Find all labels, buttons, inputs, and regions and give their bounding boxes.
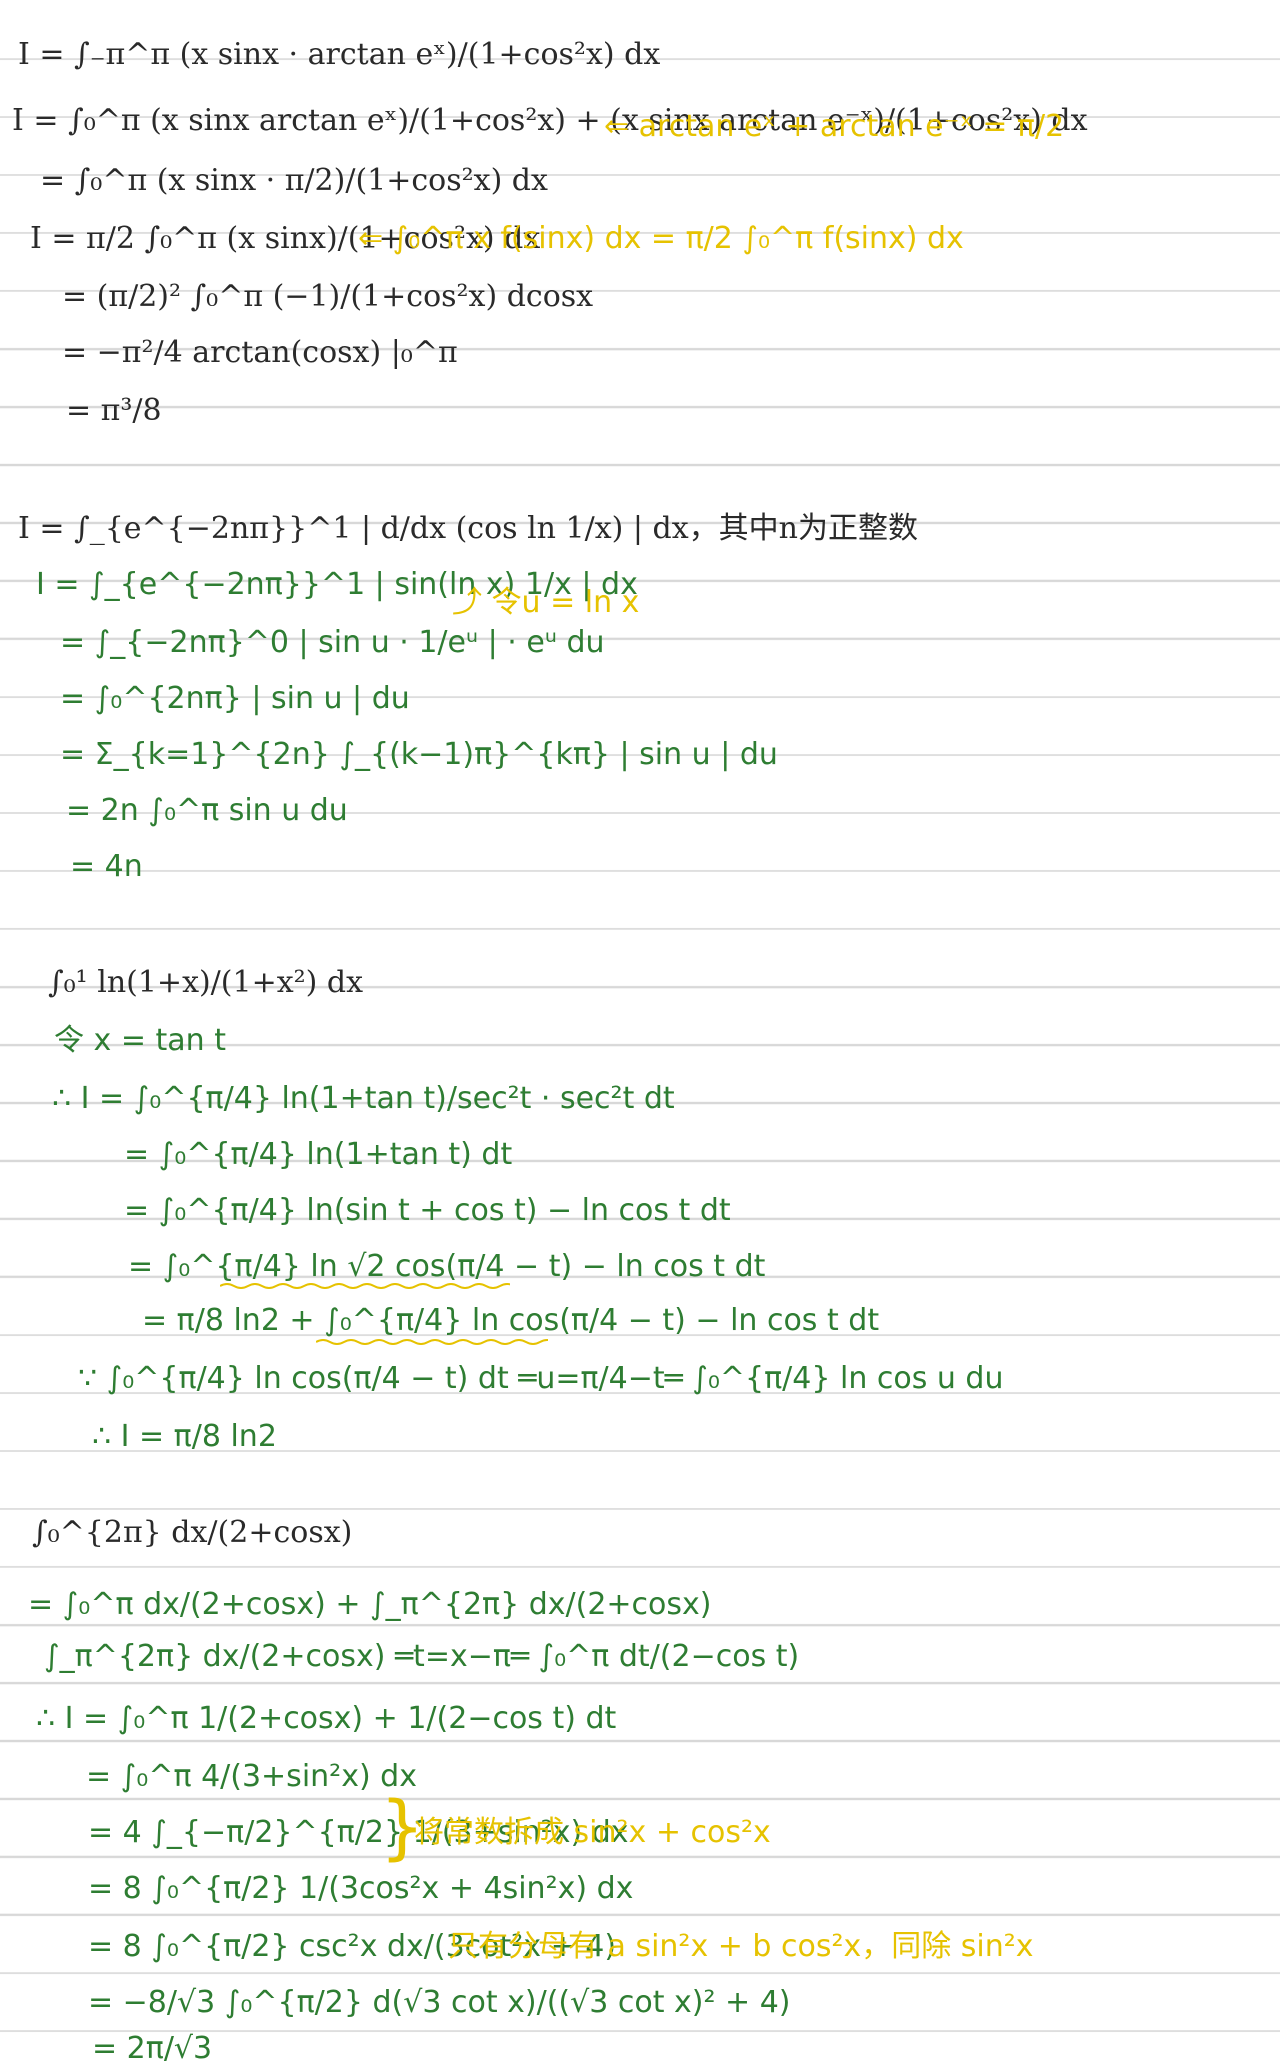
p3-line-9: ∴ I = π/8 ln2 [92, 1419, 277, 1454]
p2-line-2: I = ∫_{e^{−2nπ}}^1 | sin(ln x) 1/x | dx [36, 567, 638, 602]
p4-line-10: = 2π/√3 [92, 2031, 213, 2064]
p1-line-7: = π³/8 [66, 393, 162, 428]
p4-line-2: = ∫₀^π dx/(2+cosx) + ∫_π^{2π} dx/(2+cosx… [28, 1587, 712, 1622]
p4-line-3: ∫_π^{2π} dx/(2+cosx) ═t=x−π═ ∫₀^π dt/(2−… [44, 1639, 800, 1674]
p1-note-2: ⇐ ∫₀^π x f(sinx) dx = π/2 ∫₀^π f(sinx) d… [358, 221, 964, 256]
p4-line-9: = −8/√3 ∫₀^{π/2} d(√3 cot x)/((√3 cot x)… [88, 1985, 791, 2020]
p3-line-7: = π/8 ln2 + ∫₀^{π/4} ln cos(π/4 − t) − l… [142, 1303, 880, 1338]
p1-note-1: ⇐ arctan eˣ + arctan e⁻ˣ = π/2 [604, 109, 1065, 144]
p1-line-3: = ∫₀^π (x sinx · π/2)/(1+cos²x) dx [40, 163, 548, 198]
p4-line-7: = 8 ∫₀^{π/2} 1/(3cos²x + 4sin²x) dx [88, 1871, 634, 1906]
p2-line-1: I = ∫_{e^{−2nπ}}^1 | d/dx (cos ln 1/x) |… [18, 511, 918, 546]
p3-line-4: = ∫₀^{π/4} ln(1+tan t) dt [124, 1137, 513, 1172]
p4-line-5: = ∫₀^π 4/(3+sin²x) dx [86, 1759, 417, 1794]
p4-line-6: = 4 ∫_{−π/2}^{π/2} 1/(3+sin²x) dx [88, 1815, 629, 1850]
brace-icon: } [380, 1786, 425, 1868]
p1-line-5: = (π/2)² ∫₀^π (−1)/(1+cos²x) dcosx [62, 279, 594, 314]
p1-line-2: I = ∫₀^π (x sinx arctan eˣ)/(1+cos²x) + … [12, 103, 1088, 138]
p1-line-1: I = ∫₋π^π (x sinx · arctan eˣ)/(1+cos²x)… [18, 37, 661, 72]
p2-note-1: ⤴ 令u = ln x [452, 585, 640, 620]
p4-line-4: ∴ I = ∫₀^π 1/(2+cosx) + 1/(2−cos t) dt [36, 1701, 617, 1736]
p2-line-7: = 4n [70, 849, 143, 884]
p3-line-1: ∫₀¹ ln(1+x)/(1+x²) dx [48, 965, 364, 1000]
p3-line-5: = ∫₀^{π/4} ln(sin t + cos t) − ln cos t … [124, 1193, 731, 1228]
p3-line-8: ∵ ∫₀^{π/4} ln cos(π/4 − t) dt ═u=π/4−t═ … [78, 1361, 1004, 1396]
underline-squiggle-icon [316, 1339, 548, 1345]
p4-line-1: ∫₀^{2π} dx/(2+cosx) [32, 1515, 353, 1550]
p3-line-3: ∴ I = ∫₀^{π/4} ln(1+tan t)/sec²t · sec²t… [52, 1081, 675, 1116]
p1-line-6: = −π²/4 arctan(cosx) |₀^π [62, 335, 458, 370]
p2-line-5: = Σ_{k=1}^{2n} ∫_{(k−1)π}^{kπ} | sin u |… [60, 737, 778, 772]
p2-line-6: = 2n ∫₀^π sin u du [66, 793, 348, 828]
p3-line-6: = ∫₀^{π/4} ln √2 cos(π/4 − t) − ln cos t… [128, 1249, 766, 1284]
underline-squiggle-icon [220, 1283, 510, 1289]
p2-line-3: = ∫_{−2nπ}^0 | sin u · 1/eᵘ | · eᵘ du [60, 625, 605, 660]
p3-line-2: 令 x = tan t [54, 1023, 226, 1058]
p4-note-1: 将常数拆成 sin²x + cos²x [414, 1815, 771, 1850]
p4-note-2: 只有分母有 a sin²x + b cos²x，同除 sin²x [448, 1929, 1034, 1964]
p1-line-4: I = π/2 ∫₀^π (x sinx)/(1+cos²x) dx [30, 221, 541, 256]
p2-line-4: = ∫₀^{2nπ} | sin u | du [60, 681, 410, 716]
p4-line-8: = 8 ∫₀^{π/2} csc²x dx/(3cot²x + 4) [88, 1929, 617, 1964]
